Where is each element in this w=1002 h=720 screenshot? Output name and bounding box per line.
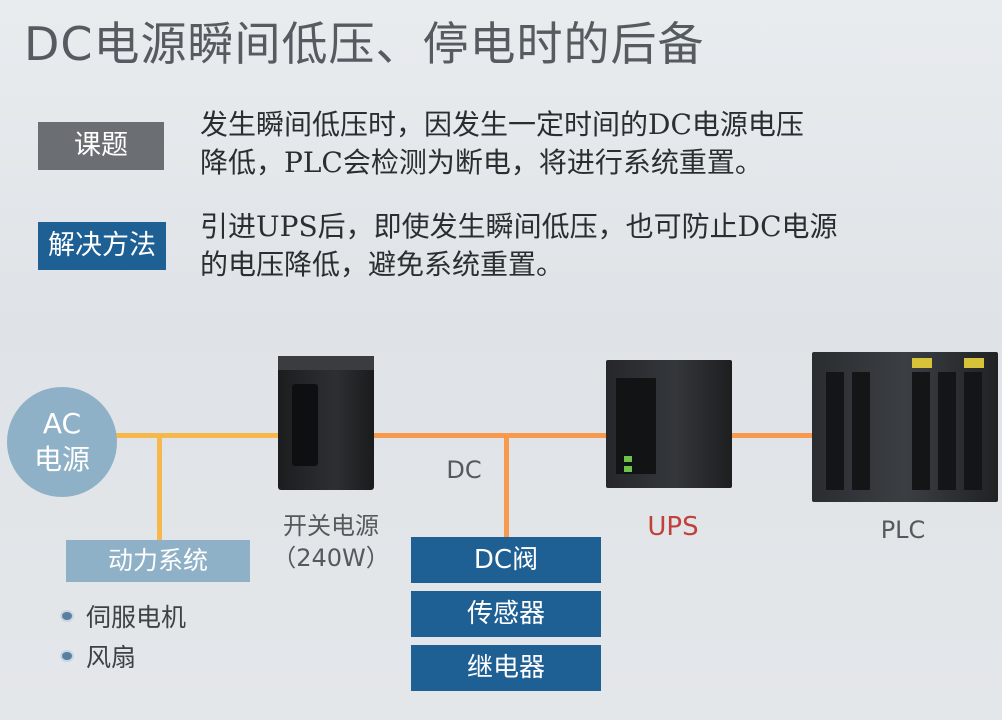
dc-label: DC [446, 456, 482, 484]
power-system-box: 动力系统 [66, 540, 250, 582]
solution-text: 引进UPS后，即使发生瞬间低压，也可防止DC电源 的电压降低，避免系统重置。 [200, 208, 990, 284]
list-item: 伺服电机 [62, 596, 186, 636]
switching-psu-name: 开关电源 [283, 512, 379, 540]
ups-image [606, 360, 732, 488]
power-system-items: 伺服电机 风扇 [62, 596, 186, 676]
solution-tag: 解决方法 [38, 222, 166, 270]
ups-label: UPS [647, 512, 699, 542]
fan-label: 风扇 [86, 643, 137, 672]
bullet-icon [62, 652, 72, 660]
dc-line-ups-plc [732, 433, 814, 438]
list-item: 风扇 [62, 636, 186, 676]
solution-line-2: 的电压降低，避免系统重置。 [200, 248, 565, 281]
page-title: DC电源瞬间低压、停电时的后备 [24, 17, 705, 71]
switching-psu-image [278, 356, 374, 490]
switching-psu-rating: （240W） [272, 544, 390, 572]
servo-motor-label: 伺服电机 [86, 603, 187, 632]
issue-tag: 课题 [38, 122, 164, 170]
ac-source-line1: AC [42, 407, 82, 440]
bullet-icon [62, 612, 72, 620]
dc-valve-box: DC阀 [411, 537, 601, 583]
issue-text: 发生瞬间低压时，因发生一定时间的DC电源电压 降低，PLC会检测为断电，将进行系… [200, 106, 990, 182]
plc-image [812, 352, 998, 502]
ac-source-line2: 电源 [33, 443, 90, 476]
solution-line-1: 引进UPS后，即使发生瞬间低压，也可防止DC电源 [200, 210, 838, 243]
dc-load-drop-line [504, 433, 509, 539]
issue-line-1: 发生瞬间低压时，因发生一定时间的DC电源电压 [200, 108, 804, 141]
ac-line [110, 433, 282, 438]
dc-line-psu-ups [374, 433, 608, 438]
power-system-drop-line [157, 433, 162, 541]
ac-source-node: AC 电源 [7, 387, 117, 497]
issue-line-2: 降低，PLC会检测为断电，将进行系统重置。 [200, 146, 763, 179]
sensor-box: 传感器 [411, 591, 601, 637]
relay-box: 继电器 [411, 645, 601, 691]
plc-label: PLC [880, 516, 926, 544]
